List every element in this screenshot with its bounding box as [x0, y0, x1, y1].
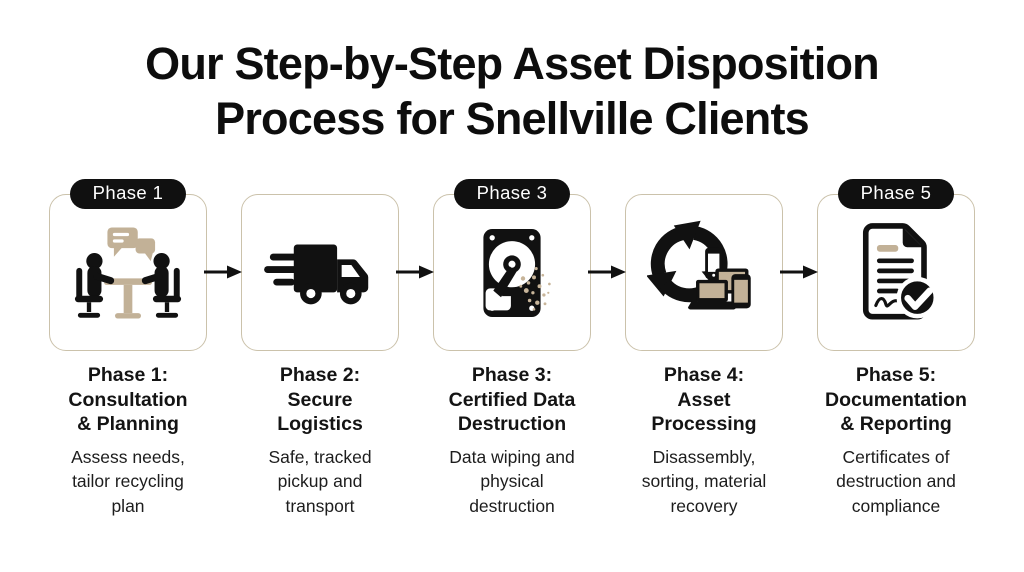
- phase-1-title: Phase 1: Consultation & Planning: [68, 364, 188, 435]
- phase-column-5: Phase 5 Phase 5: Documentation & Reporti…: [801, 177, 991, 518]
- document-check-icon: [862, 222, 938, 319]
- phase-4-title: Phase 4: Asset Processing: [651, 364, 757, 435]
- phase-5-badge-slot: Phase 5: [837, 177, 955, 210]
- delivery-truck-icon: [264, 244, 369, 304]
- hard-drive-destruction-icon: [483, 228, 551, 317]
- arrow-right-icon: [587, 264, 627, 280]
- phase-2-box: [241, 194, 399, 351]
- phase-4-description: Disassembly, sorting, material recovery: [641, 446, 767, 516]
- phase-3-title: Phase 3: Certified Data Destruction: [448, 364, 576, 435]
- recycle-devices-icon: [647, 220, 751, 309]
- phase-1-description: Assess needs, tailor recycling plan: [71, 446, 185, 516]
- phases-row: Phase 1: [0, 177, 1024, 518]
- phase-1-badge: Phase 1: [69, 178, 187, 209]
- phase-5-box: [817, 194, 975, 351]
- phase-3-box: [433, 194, 591, 351]
- phase-3-badge-slot: Phase 3: [453, 177, 571, 210]
- phase-2-title: Phase 2: Secure Logistics: [277, 364, 363, 435]
- phase-5-title: Phase 5: Documentation & Reporting: [825, 364, 967, 435]
- phase-column-4: Phase 4: Asset Processing Disassembly, s…: [609, 177, 818, 518]
- infographic-canvas: Our Step-by-Step Asset Disposition Proce…: [0, 36, 1024, 572]
- phase-3-badge: Phase 3: [453, 178, 571, 209]
- phase-5-description: Certificates of destruction and complian…: [836, 446, 956, 516]
- arrow-right-icon: [203, 264, 243, 280]
- phase-3-description: Data wiping and physical destruction: [449, 446, 575, 516]
- phase-1-box: [49, 194, 207, 351]
- phase-column-3: Phase 3: [417, 177, 626, 518]
- arrow-right-icon: [779, 264, 819, 280]
- phase-1-badge-slot: Phase 1: [69, 177, 187, 210]
- page-title: Our Step-by-Step Asset Disposition Proce…: [145, 38, 880, 144]
- consultation-icon: [74, 227, 182, 318]
- phase-column-1: Phase 1: [33, 177, 242, 518]
- phase-column-2: Phase 2: Secure Logistics Safe, tracked …: [225, 177, 434, 518]
- arrow-right-icon: [395, 264, 435, 280]
- phase-5-badge: Phase 5: [837, 178, 955, 209]
- phase-2-description: Safe, tracked pickup and transport: [268, 446, 372, 516]
- phase-4-box: [625, 194, 783, 351]
